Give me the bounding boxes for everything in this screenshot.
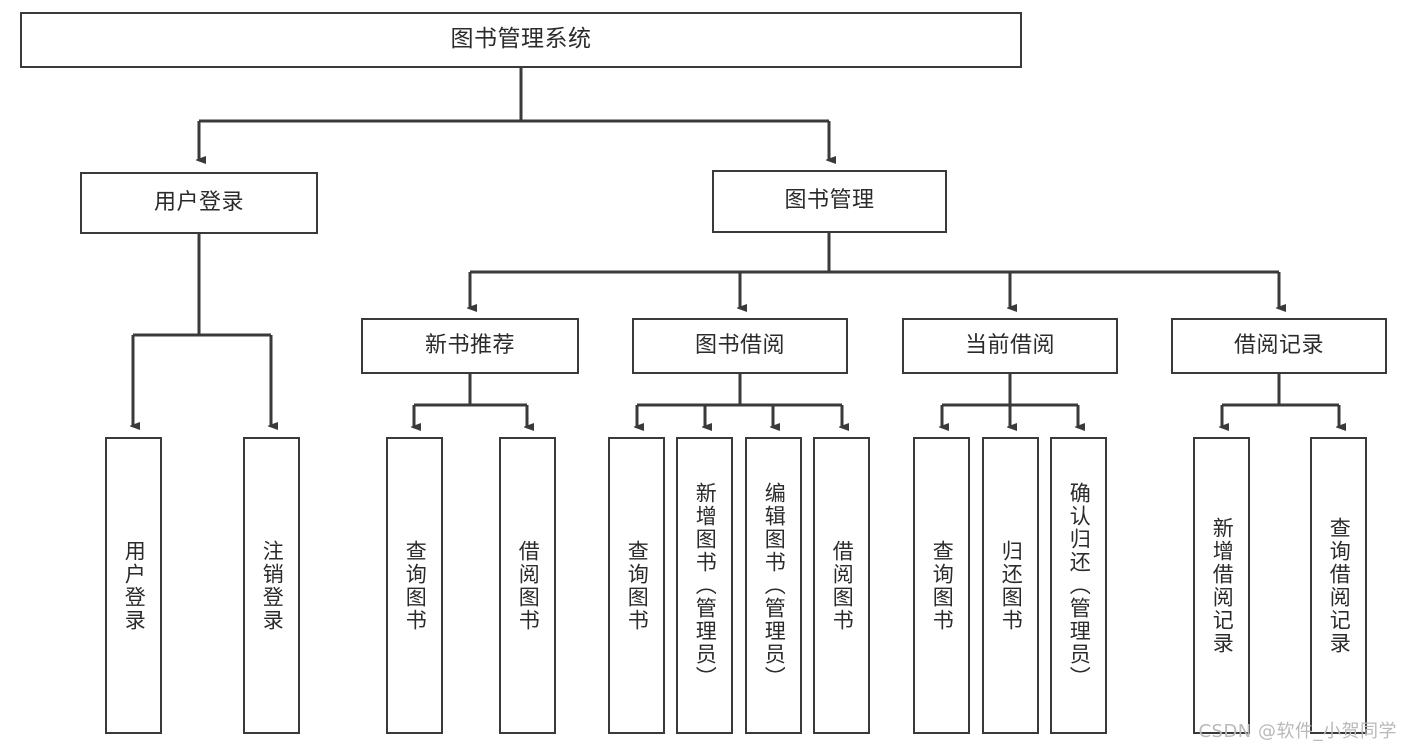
node-user-login-label: 用户登录 xyxy=(153,189,244,215)
watermark: CSDN @软件_小贺同学 xyxy=(1198,721,1397,742)
leaf-label: 新增借阅记录 xyxy=(1210,516,1235,655)
node-book-management[interactable]: 图书管理 xyxy=(712,170,947,233)
leaf-label: 查询借阅记录 xyxy=(1327,516,1352,655)
leaf-label: 编辑图书（管理员） xyxy=(762,482,787,689)
leaf-record-add[interactable]: 新增借阅记录 xyxy=(1193,437,1250,734)
leaf-user-login-login[interactable]: 用户登录 xyxy=(105,437,162,734)
leaf-label: 借阅图书 xyxy=(830,539,855,632)
node-current-borrow-label: 当前借阅 xyxy=(964,332,1055,358)
leaf-label: 用户登录 xyxy=(122,539,147,632)
node-book-borrow[interactable]: 图书借阅 xyxy=(632,318,848,374)
leaf-label: 确认归还（管理员） xyxy=(1067,482,1092,689)
leaf-new-book-borrow[interactable]: 借阅图书 xyxy=(499,437,556,734)
node-user-login[interactable]: 用户登录 xyxy=(80,172,318,234)
leaf-label: 新增图书（管理员） xyxy=(693,482,718,689)
leaf-borrow-add-book[interactable]: 新增图书（管理员） xyxy=(676,437,733,734)
node-root[interactable]: 图书管理系统 xyxy=(20,12,1022,68)
leaf-label: 归还图书 xyxy=(999,539,1024,632)
leaf-label: 查询图书 xyxy=(625,539,650,632)
leaf-current-confirm-return[interactable]: 确认归还（管理员） xyxy=(1050,437,1107,734)
leaf-borrow-query-book[interactable]: 查询图书 xyxy=(608,437,665,734)
node-new-book-recommend[interactable]: 新书推荐 xyxy=(361,318,579,374)
node-book-management-label: 图书管理 xyxy=(784,188,875,214)
leaf-borrow-edit-book[interactable]: 编辑图书（管理员） xyxy=(745,437,802,734)
node-current-borrow[interactable]: 当前借阅 xyxy=(902,318,1118,374)
leaf-user-login-logout[interactable]: 注销登录 xyxy=(243,437,300,734)
leaf-label: 查询图书 xyxy=(930,539,955,632)
leaf-label: 查询图书 xyxy=(403,539,428,632)
leaf-borrow-borrow-book[interactable]: 借阅图书 xyxy=(813,437,870,734)
node-borrow-record-label: 借阅记录 xyxy=(1233,332,1324,358)
node-root-label: 图书管理系统 xyxy=(450,26,592,53)
leaf-record-query[interactable]: 查询借阅记录 xyxy=(1310,437,1367,734)
leaf-new-book-query[interactable]: 查询图书 xyxy=(386,437,443,734)
node-book-borrow-label: 图书借阅 xyxy=(694,332,785,358)
leaf-label: 借阅图书 xyxy=(516,539,541,632)
node-borrow-record[interactable]: 借阅记录 xyxy=(1171,318,1387,374)
leaf-label: 注销登录 xyxy=(260,539,285,632)
leaf-current-query-book[interactable]: 查询图书 xyxy=(913,437,970,734)
node-new-book-recommend-label: 新书推荐 xyxy=(424,332,515,358)
leaf-current-return-book[interactable]: 归还图书 xyxy=(982,437,1039,734)
